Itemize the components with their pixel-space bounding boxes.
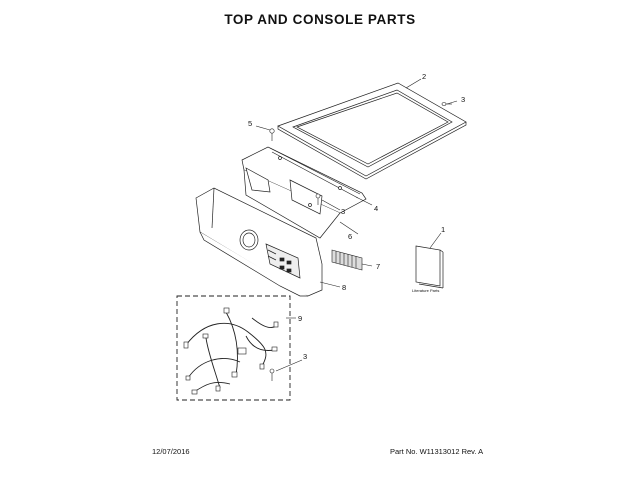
callout-4: 4 bbox=[374, 204, 378, 213]
screw-icon bbox=[269, 128, 275, 141]
callout-9: 9 bbox=[298, 314, 302, 323]
callout-8: 8 bbox=[342, 283, 346, 292]
top-panel bbox=[277, 82, 467, 180]
footer-date: 12/07/2016 bbox=[152, 447, 190, 456]
console-panel bbox=[195, 187, 323, 297]
screw-icon bbox=[315, 193, 321, 205]
callout-3-screw: 3 bbox=[341, 207, 345, 216]
callout-6: 6 bbox=[348, 232, 352, 241]
page-title: TOP AND CONSOLE PARTS bbox=[224, 12, 416, 27]
literature-label: Literature Parts bbox=[412, 288, 439, 293]
callout-5-screw: 5 bbox=[248, 119, 252, 128]
callout-3-screw: 3 bbox=[303, 352, 307, 361]
literature-booklet bbox=[415, 245, 444, 289]
ribbon-harness bbox=[331, 249, 363, 271]
leader-lines bbox=[255, 78, 458, 372]
screw-icon bbox=[441, 102, 452, 106]
console-bracket bbox=[241, 146, 367, 239]
callout-7: 7 bbox=[376, 262, 380, 271]
screw-icon bbox=[269, 368, 275, 381]
callout-1-part-2: 2 bbox=[422, 72, 426, 81]
wire-harness bbox=[176, 295, 291, 401]
callout-3-screw: 3 bbox=[461, 95, 465, 104]
callout-1: 1 bbox=[441, 225, 445, 234]
footer-part-number: Part No. W11313012 Rev. A bbox=[390, 447, 484, 456]
